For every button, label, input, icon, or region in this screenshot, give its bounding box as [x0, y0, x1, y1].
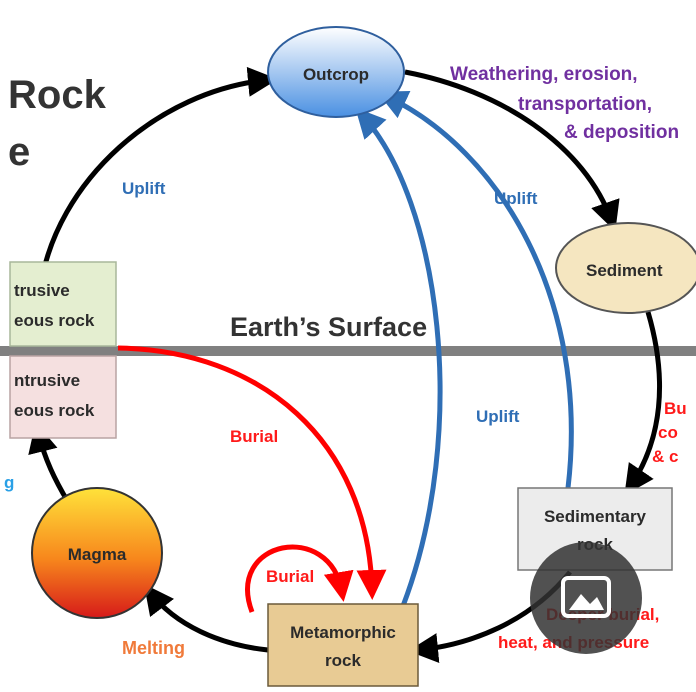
extrusive-label-line-2: eous rock	[14, 311, 95, 330]
magma-label: Magma	[68, 545, 127, 564]
earth-surface-label: Earth’s Surface	[230, 312, 427, 342]
image-icon	[561, 576, 611, 618]
metamorphic-label-line-2: rock	[325, 651, 361, 670]
arrow-metamorphic-to-magma	[143, 584, 269, 653]
melting-label: Melting	[122, 638, 185, 658]
burial-label: Burial	[230, 427, 278, 446]
uplift-label-left: Uplift	[122, 179, 166, 198]
burial-compaction-label-line-3: & c	[652, 447, 678, 466]
uplift-label-middle: Uplift	[476, 407, 520, 426]
burial-compaction-label-line-2: co	[658, 423, 678, 442]
uplift-label-right: Uplift	[494, 189, 538, 208]
arrow-outcrop-to-sediment	[404, 69, 620, 232]
earth-surface-line	[0, 346, 696, 356]
outcrop-label: Outcrop	[303, 65, 369, 84]
arrow-uplift-metamorphic	[355, 107, 443, 607]
burial-compaction-label-line-1: Bu	[664, 399, 687, 418]
image-overlay-button[interactable]	[530, 542, 642, 654]
magma-node	[31, 487, 163, 619]
metamorphic-rock-node	[267, 603, 419, 687]
weathering-label-line-1: Weathering, erosion,	[450, 64, 638, 85]
weathering-label-line-3: & deposition	[564, 122, 679, 143]
metamorphic-label-line-1: Metamorphic	[290, 623, 396, 642]
arrow-burial-intrusive	[117, 345, 387, 600]
extrusive-label-line-1: trusive	[14, 281, 70, 300]
sedimentary-label-line-1: Sedimentary	[544, 507, 647, 526]
arrow-extrusive-to-outcrop	[37, 66, 278, 291]
title-line-1: Rock	[8, 73, 107, 117]
outcrop-node	[267, 26, 405, 118]
burial-loop-label: Burial	[266, 567, 314, 586]
intrusive-igneous-node	[9, 355, 117, 439]
intrusive-label-line-2: eous rock	[14, 401, 95, 420]
cooling-label-fragment: g	[4, 473, 14, 492]
arrow-sediment-to-sedimentary	[624, 311, 662, 496]
arrow-burial-loop	[245, 544, 354, 613]
intrusive-label-line-1: ntrusive	[14, 371, 80, 390]
extrusive-igneous-node	[9, 261, 117, 347]
sediment-label: Sediment	[586, 261, 663, 280]
arrow-magma-to-intrusive	[28, 422, 71, 504]
weathering-label-line-2: transportation,	[518, 94, 652, 115]
title-line-2: e	[8, 130, 30, 174]
arrow-uplift-sedimentary	[376, 91, 574, 489]
sediment-node	[555, 222, 696, 314]
